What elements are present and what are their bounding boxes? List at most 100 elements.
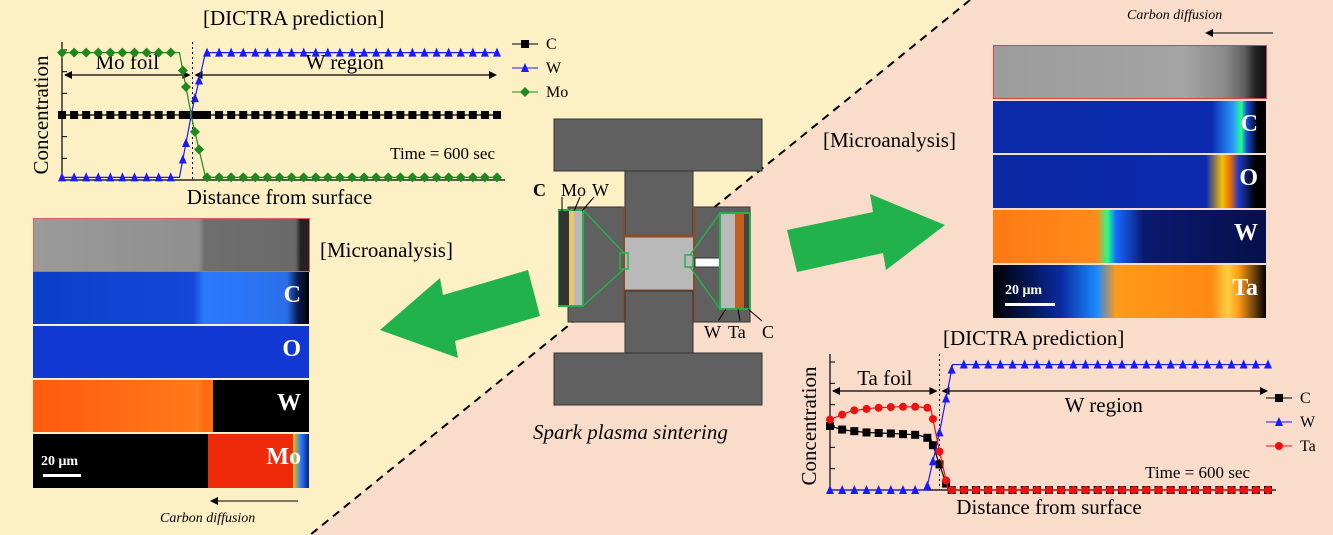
marker-w xyxy=(203,47,211,57)
marker-c xyxy=(82,111,91,119)
marker-mo xyxy=(189,126,200,137)
marker-w xyxy=(1020,359,1029,369)
sps-schematic xyxy=(553,118,763,406)
marker-c xyxy=(190,111,199,119)
marker-ta xyxy=(1142,486,1151,494)
marker-mo xyxy=(129,47,140,58)
marker-c xyxy=(826,422,834,430)
marker-mo xyxy=(419,172,430,183)
marker-w xyxy=(959,359,968,369)
marker-ta xyxy=(826,415,834,424)
marker-w xyxy=(1251,359,1260,369)
marker-w xyxy=(287,47,296,57)
marker-w xyxy=(263,47,272,57)
marker-mo xyxy=(431,172,442,183)
sps-label-c-right: C xyxy=(762,322,775,342)
left-green-arrow xyxy=(380,270,540,358)
right-carbon-diffusion: Carbon diffusion xyxy=(1127,8,1223,23)
marker-c xyxy=(899,430,907,439)
marker-c xyxy=(142,111,151,119)
marker-c xyxy=(203,111,211,119)
marker-c xyxy=(360,111,369,119)
marker-mo xyxy=(180,82,191,93)
marker-mo xyxy=(141,47,152,58)
right-green-arrow xyxy=(787,194,945,272)
marker-w xyxy=(911,485,920,494)
marker-mo xyxy=(214,172,225,183)
marker-w xyxy=(1105,359,1114,369)
marker-c xyxy=(335,111,344,119)
marker-mo xyxy=(395,172,406,183)
marker-w xyxy=(1203,359,1212,369)
marker-w xyxy=(118,172,127,182)
right-map-c: C xyxy=(993,101,1266,153)
marker-w xyxy=(94,172,103,182)
marker-c xyxy=(195,111,204,119)
marker-w xyxy=(947,364,956,374)
marker-ta xyxy=(1191,486,1199,494)
marker-c xyxy=(287,111,296,119)
marker-w xyxy=(886,485,895,494)
marker-mo xyxy=(117,47,128,58)
x-axis-label: Distance from surface xyxy=(956,495,1141,519)
right-sem-image xyxy=(993,45,1267,99)
marker-w xyxy=(396,47,405,57)
marker-ta xyxy=(1020,486,1029,494)
legend-label-w: W xyxy=(1300,414,1316,431)
w-region-label: W region xyxy=(306,50,385,74)
marker-mo xyxy=(359,172,370,183)
left-carbon-diffusion: Carbon diffusion xyxy=(160,511,256,526)
marker-w xyxy=(348,47,356,57)
right-map-ta-label: Ta xyxy=(1232,275,1258,301)
marker-ta xyxy=(874,403,883,412)
left-map-w-label: W xyxy=(277,390,301,416)
marker-mo xyxy=(492,172,502,183)
marker-c xyxy=(181,111,190,119)
marker-ta xyxy=(1069,486,1078,494)
marker-w xyxy=(1191,359,1199,369)
marker-w xyxy=(1008,359,1017,369)
marker-mo xyxy=(238,172,249,183)
marker-c xyxy=(106,111,115,119)
marker-ta xyxy=(1130,486,1139,494)
marker-ta xyxy=(1008,486,1017,494)
marker-mo xyxy=(310,172,321,183)
marker-ta xyxy=(838,410,847,419)
left-map-o: O xyxy=(33,326,309,378)
marker-c xyxy=(923,433,932,442)
marker-mo xyxy=(347,172,357,183)
marker-c xyxy=(154,111,163,119)
marker-w xyxy=(838,485,847,494)
marker-ta xyxy=(1032,486,1041,494)
marker-c xyxy=(468,111,477,119)
marker-mo xyxy=(298,172,309,183)
marker-w xyxy=(106,172,115,182)
left-sem-image xyxy=(33,218,310,272)
right-map-w-label: W xyxy=(1234,220,1258,246)
w-region-label: W region xyxy=(1065,393,1144,417)
marker-w xyxy=(1130,359,1139,369)
foil-arrow-head-right xyxy=(929,387,938,395)
sps-caption: Spark plasma sintering xyxy=(533,420,728,444)
marker-ta xyxy=(984,486,993,494)
marker-w xyxy=(130,172,139,182)
marker-ta xyxy=(1227,486,1236,494)
marker-ta xyxy=(996,486,1005,494)
marker-mo xyxy=(479,172,490,183)
marker-w xyxy=(408,47,417,57)
marker-ta xyxy=(1178,486,1187,494)
marker-mo xyxy=(262,172,273,183)
right-map-o: O xyxy=(993,155,1266,208)
marker-w xyxy=(928,456,937,466)
marker-c xyxy=(384,111,393,119)
marker-c xyxy=(275,111,284,119)
foil-arrow-head-left xyxy=(64,71,72,79)
marker-mo xyxy=(194,144,205,155)
right-micro-title: [Microanalysis] xyxy=(823,128,956,152)
marker-w xyxy=(1178,359,1187,369)
marker-mo xyxy=(455,172,466,183)
marker-mo xyxy=(177,65,188,76)
marker-w xyxy=(299,47,308,57)
